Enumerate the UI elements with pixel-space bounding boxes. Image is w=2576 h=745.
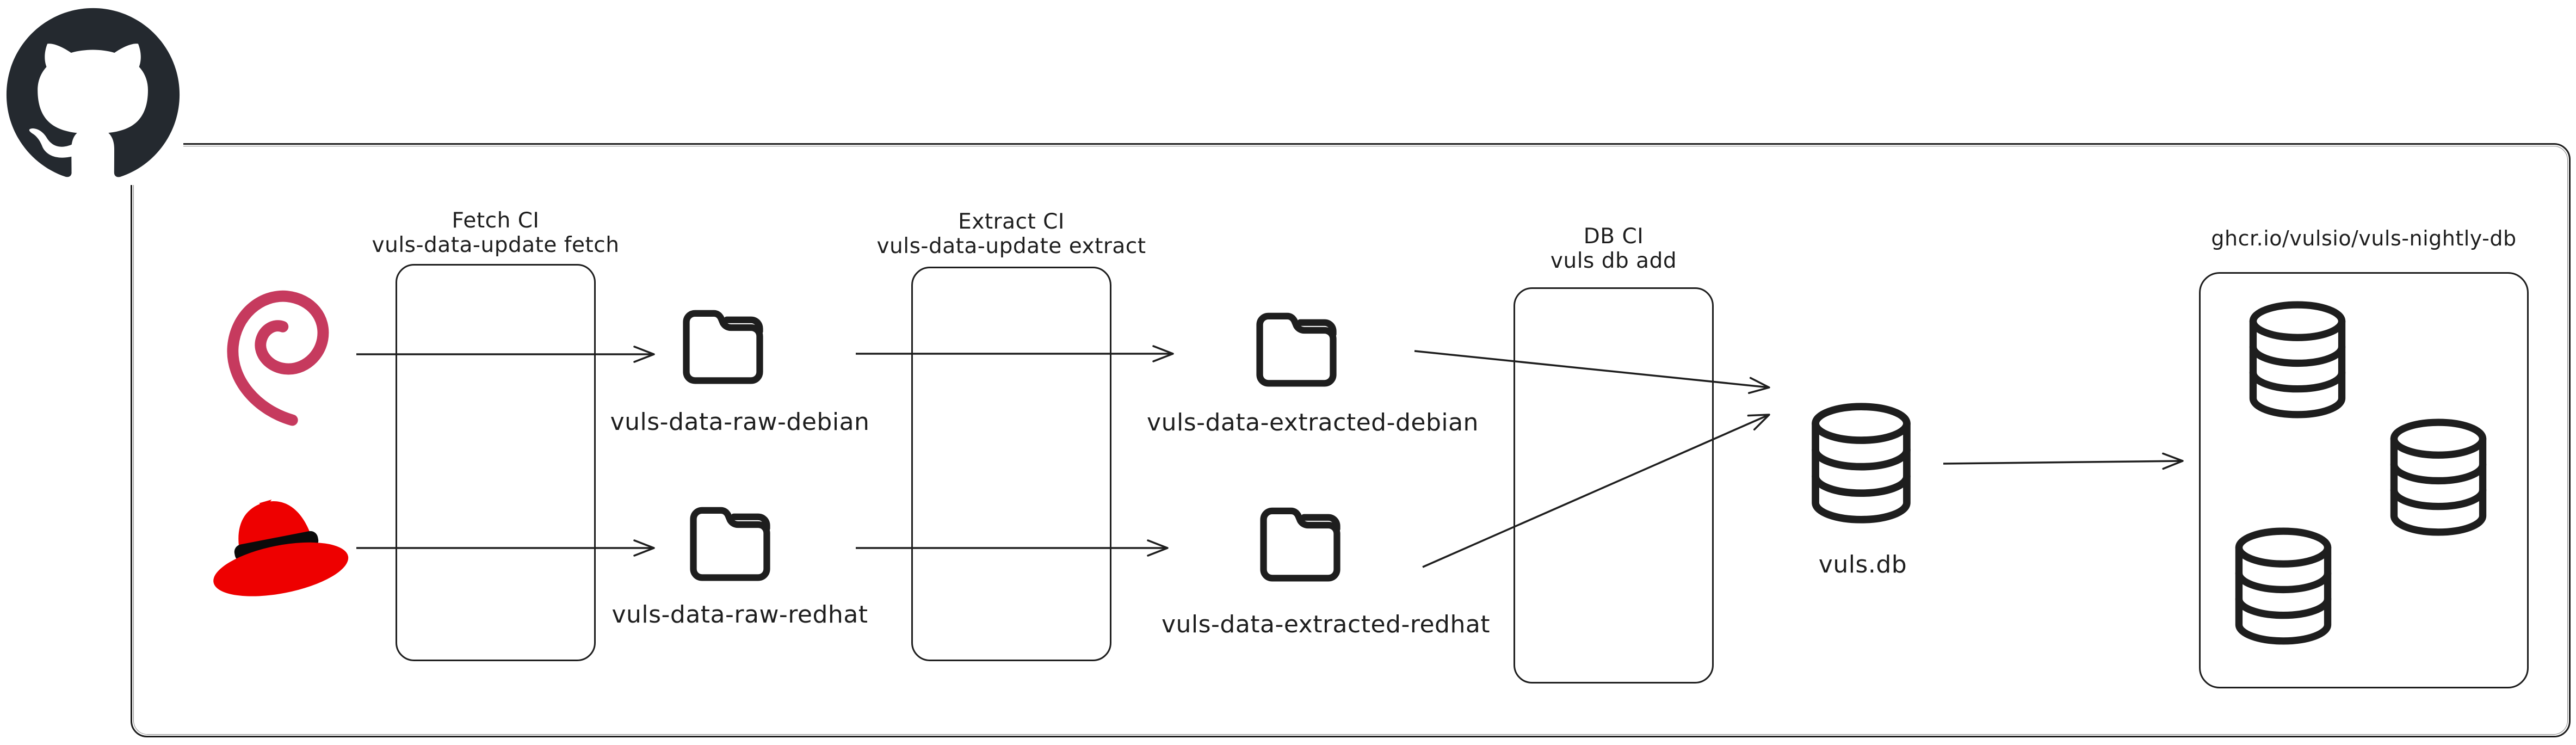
folder-icon-extracted-redhat <box>1241 495 1360 595</box>
github-actions-container-box <box>131 143 2571 737</box>
registry-title: ghcr.io/vulsio/vuls-nightly-db <box>2211 226 2517 250</box>
folder-label-raw-debian: vuls-data-raw-debian <box>610 408 870 436</box>
database-icon-vulsdb <box>1803 400 1919 526</box>
fetch-ci-box <box>396 264 596 661</box>
db-ci-box <box>1514 287 1714 684</box>
database-icon-registry-1 <box>2241 298 2353 421</box>
db-ci-title: DB CI vuls db add <box>1445 224 1782 273</box>
redhat-logo-icon <box>202 481 350 601</box>
github-octocat-icon <box>6 8 180 177</box>
folder-icon-raw-debian <box>664 297 782 397</box>
folder-label-extracted-redhat: vuls-data-extracted-redhat <box>1161 611 1491 638</box>
extract-ci-title-line1: Extract CI <box>958 210 1065 234</box>
extract-ci-box <box>911 267 1111 661</box>
fetch-ci-title-line1: Fetch CI <box>452 208 540 233</box>
extract-ci-title: Extract CI vuls-data-update extract <box>843 210 1180 258</box>
folder-label-raw-redhat: vuls-data-raw-redhat <box>611 601 868 629</box>
database-icon-registry-3 <box>2227 525 2339 648</box>
extract-ci-title-line2: vuls-data-update extract <box>876 234 1146 259</box>
folder-icon-extracted-debian <box>1237 300 1356 400</box>
fetch-ci-title: Fetch CI vuls-data-update fetch <box>327 208 664 257</box>
db-ci-title-line2: vuls db add <box>1550 249 1677 274</box>
fetch-ci-title-line2: vuls-data-update fetch <box>372 233 620 258</box>
registry-box <box>2199 272 2529 688</box>
folder-label-extracted-debian: vuls-data-extracted-debian <box>1147 409 1479 436</box>
github-icon <box>3 4 183 185</box>
db-ci-title-line1: DB CI <box>1583 224 1644 249</box>
vulsdb-label: vuls.db <box>1818 551 1907 578</box>
debian-logo-icon <box>217 280 343 430</box>
folder-icon-raw-redhat <box>671 494 789 594</box>
database-icon-registry-2 <box>2382 416 2494 539</box>
